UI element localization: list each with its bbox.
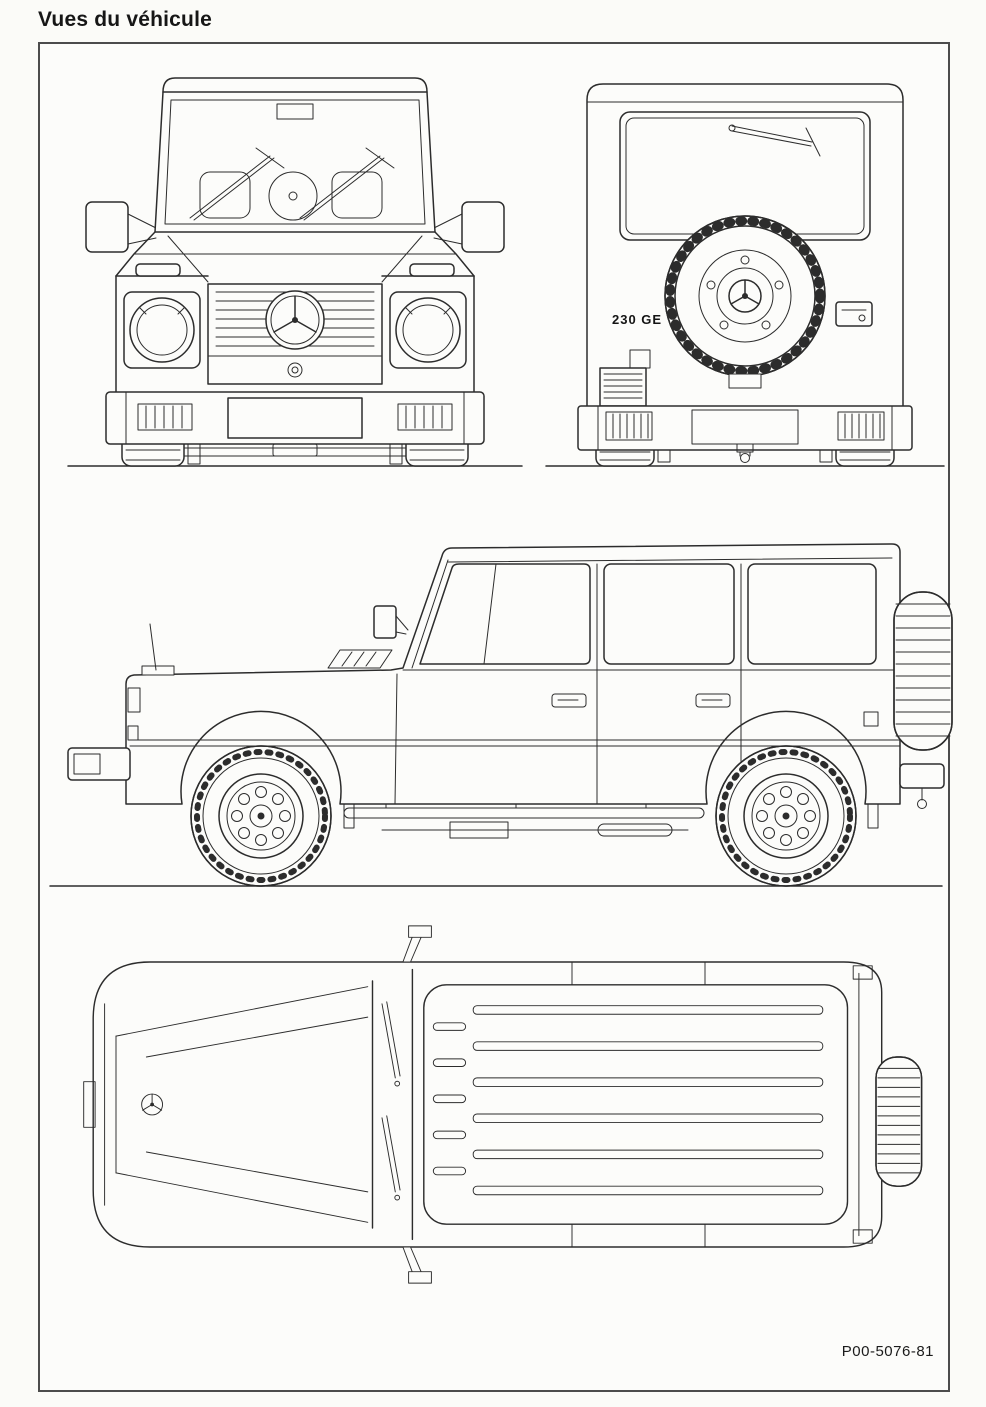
hood-details xyxy=(127,623,879,741)
rear-corner-lamp xyxy=(852,1229,873,1244)
windshield-plan xyxy=(371,968,414,1241)
fuel-cap xyxy=(863,711,879,727)
side-mirror xyxy=(373,605,409,639)
tailgate-plan xyxy=(852,965,873,1244)
rear-corner-lamp xyxy=(852,965,873,980)
license-plate xyxy=(227,397,363,439)
rear-view-drawing: 230 GE xyxy=(545,83,945,467)
windows xyxy=(419,563,877,665)
front-bumper xyxy=(105,391,485,457)
antenna xyxy=(149,623,157,671)
drawing-reference-code: P00-5076-81 xyxy=(841,1343,934,1360)
top-view-drawing xyxy=(83,925,923,1284)
top-view xyxy=(40,924,952,1285)
hood-plan xyxy=(115,986,369,1223)
underbody xyxy=(343,803,879,839)
cab-and-windshield xyxy=(154,77,436,233)
mercedes-star-icon xyxy=(728,279,762,313)
side-view-drawing xyxy=(49,543,953,887)
front-wheel xyxy=(190,745,332,887)
spare-wheel xyxy=(664,215,826,389)
fender-indicator xyxy=(141,665,175,676)
transfer-case xyxy=(449,821,509,839)
wiper-right xyxy=(381,1115,401,1201)
trailer-hitch xyxy=(736,443,754,463)
side-step xyxy=(343,807,705,819)
rear-bumper xyxy=(577,405,913,463)
wiper-left xyxy=(381,1001,401,1087)
door-seams-plan xyxy=(571,961,706,1248)
front-bumper xyxy=(67,747,131,781)
rear-view: 230 GE xyxy=(540,52,950,482)
grille xyxy=(207,283,383,385)
mud-flap-rear xyxy=(867,803,879,829)
model-badge: 230 GE xyxy=(612,312,662,327)
taillight-right xyxy=(837,411,885,441)
side-mirrors xyxy=(85,201,505,253)
mercedes-star-icon xyxy=(265,290,325,350)
rear-bumper xyxy=(899,763,945,809)
figure-frame: 230 GE xyxy=(38,42,953,1392)
front-license-plate xyxy=(83,1081,96,1128)
turn-signal-side xyxy=(127,725,139,741)
door-handles xyxy=(551,693,731,708)
rear-wheel xyxy=(715,745,857,887)
mirror-top xyxy=(402,925,432,963)
door-handle xyxy=(835,301,873,327)
headlight-side xyxy=(127,687,141,713)
page-title: Vues du véhicule xyxy=(38,8,212,31)
mirror-bottom xyxy=(402,1246,432,1284)
body-plan xyxy=(83,961,883,1248)
hood-and-fenders xyxy=(115,231,475,393)
roof-plan xyxy=(423,984,849,1225)
mud-flap-front xyxy=(343,803,355,829)
side-view xyxy=(46,512,953,912)
muffler xyxy=(597,823,673,837)
hitch-ball xyxy=(917,799,927,809)
spare-tire-plan xyxy=(875,1056,923,1187)
front-view-drawing xyxy=(67,77,523,467)
taillight-left xyxy=(605,411,653,441)
front-view xyxy=(60,52,530,482)
mercedes-star-icon xyxy=(141,1093,164,1116)
rear-wiper xyxy=(728,124,821,157)
spare-tire xyxy=(893,591,953,751)
headlights xyxy=(123,291,467,369)
